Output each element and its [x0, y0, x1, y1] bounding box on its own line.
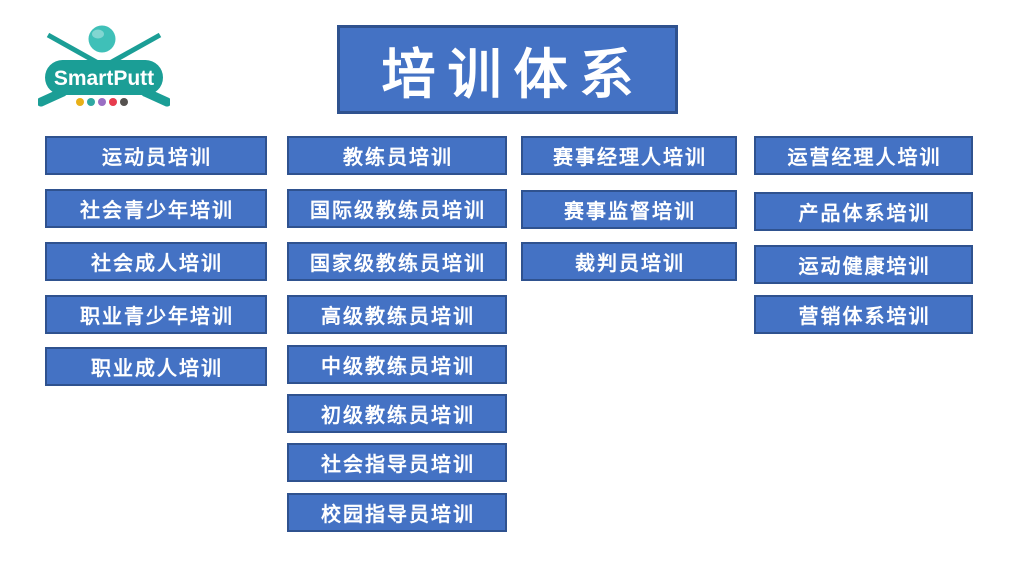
logo-dot-red — [109, 98, 117, 106]
training-box-event-2: 裁判员培训 — [521, 242, 737, 281]
training-box-operation-2: 运动健康培训 — [754, 245, 973, 284]
logo-dot-gold — [76, 98, 84, 106]
training-box-operation-3: 营销体系培训 — [754, 295, 973, 334]
training-box-operation-1: 产品体系培训 — [754, 192, 973, 231]
training-box-athlete-1: 社会青少年培训 — [45, 189, 267, 228]
golf-ball-icon — [88, 25, 116, 53]
logo-brand-text: SmartPutt — [54, 67, 154, 90]
training-box-coach-1: 国际级教练员培训 — [287, 189, 507, 228]
training-box-athlete-0: 运动员培训 — [45, 136, 267, 175]
training-box-coach-3: 高级教练员培训 — [287, 295, 507, 334]
logo-pill — [45, 60, 163, 95]
training-box-operation-0: 运营经理人培训 — [754, 136, 973, 175]
training-box-coach-6: 社会指导员培训 — [287, 443, 507, 482]
smartputt-logo: SmartPutt — [38, 25, 170, 107]
logo-dot-teal — [87, 98, 95, 106]
training-box-coach-2: 国家级教练员培训 — [287, 242, 507, 281]
training-box-coach-0: 教练员培训 — [287, 136, 507, 175]
logo-dot-gray — [120, 98, 128, 106]
slide-title: 培训体系 — [337, 25, 678, 114]
training-box-coach-4: 中级教练员培训 — [287, 345, 507, 384]
training-box-athlete-4: 职业成人培训 — [45, 347, 267, 386]
training-box-coach-7: 校园指导员培训 — [287, 493, 507, 532]
training-box-athlete-2: 社会成人培训 — [45, 242, 267, 281]
training-box-event-1: 赛事监督培训 — [521, 190, 737, 229]
logo-dot-purple — [98, 98, 106, 106]
training-box-event-0: 赛事经理人培训 — [521, 136, 737, 175]
training-box-athlete-3: 职业青少年培训 — [45, 295, 267, 334]
golf-ball-highlight — [92, 29, 104, 39]
training-box-coach-5: 初级教练员培训 — [287, 394, 507, 433]
